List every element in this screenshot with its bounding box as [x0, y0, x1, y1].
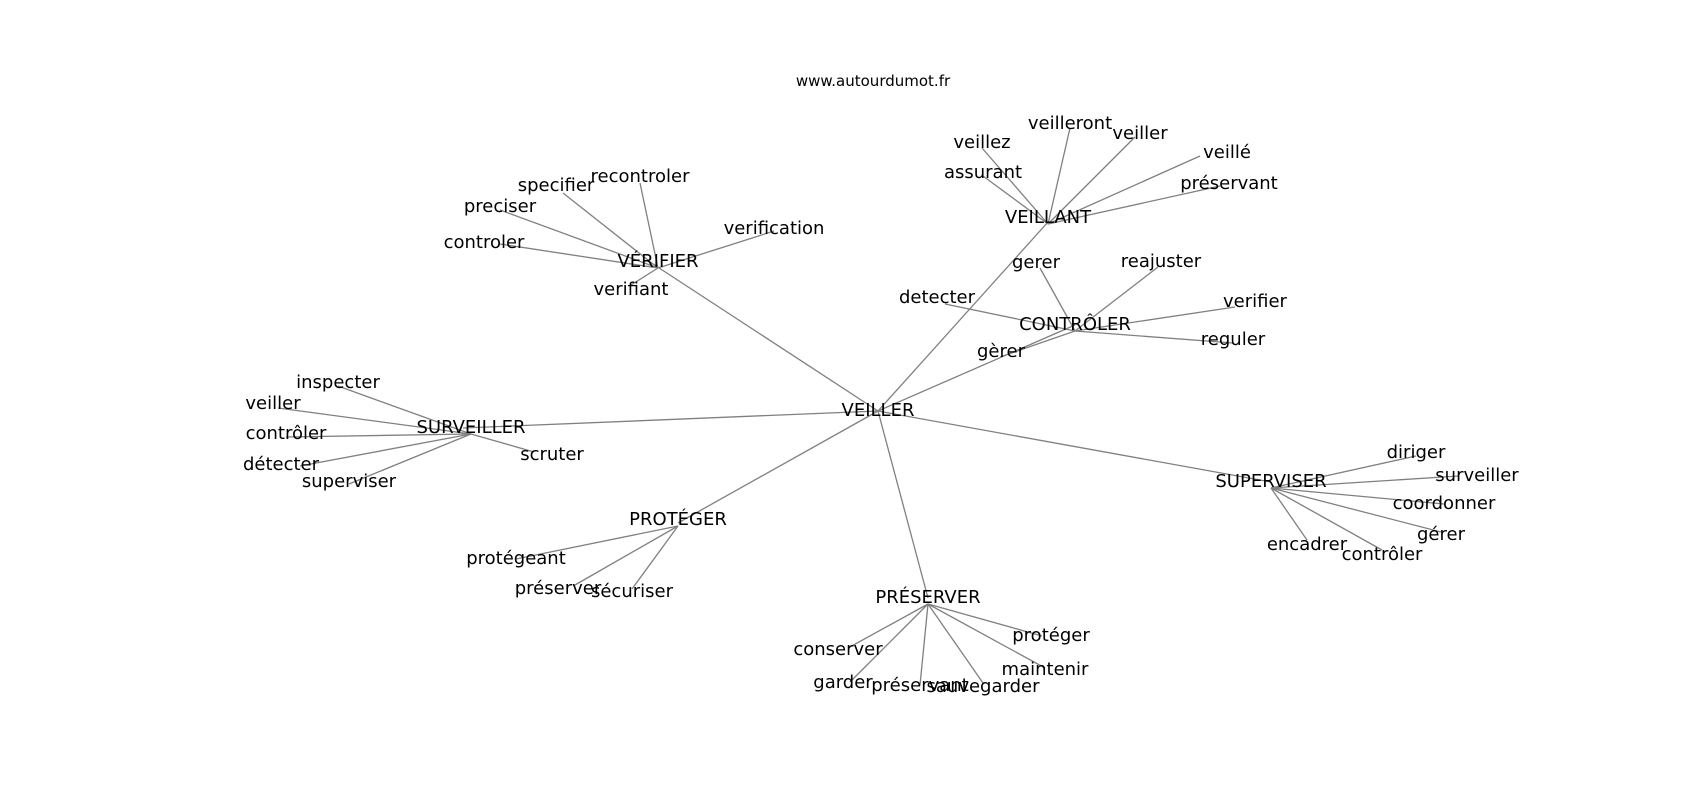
- edge-hub-to-leaf: [630, 267, 659, 286]
- leaf-node: veillé: [1203, 142, 1251, 163]
- leaf-node: préserver: [515, 578, 602, 599]
- hub-node: VÉRIFIER: [617, 250, 698, 272]
- edge-hub-to-leaf: [927, 603, 984, 684]
- edge-hub-to-leaf: [1074, 266, 1159, 332]
- leaf-node: contrôler: [1342, 544, 1423, 565]
- edge-hub-to-leaf: [919, 603, 929, 686]
- leaf-node: recontroler: [591, 166, 691, 187]
- leaf-node: préservant: [871, 675, 969, 696]
- edge-hub-to-leaf: [1270, 487, 1308, 541]
- edge-center-to-hub: [649, 261, 879, 412]
- leaf-node: encadrer: [1267, 534, 1348, 555]
- edge-hub-to-leaf: [562, 192, 659, 269]
- hub-node: VEILLANT: [1005, 207, 1092, 228]
- leaf-node: verification: [724, 218, 825, 239]
- leaf-node: reajuster: [1121, 251, 1202, 272]
- leaf-node: gèrer: [977, 341, 1026, 362]
- leaf-node: preciser: [464, 196, 537, 217]
- leaf-node: diriger: [1387, 442, 1446, 463]
- site-watermark: www.autourdumot.fr: [795, 72, 951, 90]
- graph-edges: [277, 127, 1460, 686]
- edge-hub-to-leaf: [1074, 330, 1234, 344]
- leaf-node: préservant: [1180, 173, 1278, 194]
- leaf-node: detecter: [899, 287, 976, 308]
- edge-hub-to-leaf: [1039, 267, 1076, 332]
- edge-hub-to-leaf: [944, 303, 1076, 332]
- leaf-node: verifier: [1223, 291, 1288, 312]
- leaf-node: specifier: [518, 175, 595, 196]
- edge-hub-to-leaf: [1270, 487, 1445, 505]
- edge-center-to-hub: [677, 410, 879, 524]
- leaf-node: controler: [444, 232, 525, 253]
- edge-hub-to-leaf: [499, 209, 659, 269]
- leaf-node: protéger: [1012, 625, 1090, 646]
- edge-hub-to-leaf: [927, 603, 1043, 637]
- center-node: VEILLER: [842, 400, 915, 421]
- leaf-node: gerer: [1012, 252, 1061, 273]
- leaf-node: conserver: [793, 639, 883, 660]
- edge-hub-to-leaf: [1047, 185, 1221, 225]
- leaf-node: garder: [813, 672, 873, 693]
- leaf-node: contrôler: [246, 423, 327, 444]
- hub-node: SURVEILLER: [416, 417, 525, 438]
- edge-hub-to-leaf: [574, 525, 679, 586]
- edge-hub-to-leaf: [847, 603, 929, 649]
- edge-center-to-hub: [877, 221, 1049, 412]
- edge-hub-to-leaf: [1047, 127, 1071, 225]
- leaf-node: détecter: [243, 454, 320, 475]
- leaf-node: sécuriser: [591, 581, 674, 602]
- leaf-node: veilleront: [1028, 113, 1112, 134]
- edge-hub-to-leaf: [927, 603, 1046, 669]
- edge-hub-to-leaf: [982, 175, 1049, 225]
- hub-node: SUPERVISER: [1215, 471, 1326, 492]
- edge-center-to-hub: [462, 410, 879, 429]
- leaf-node: reguler: [1201, 329, 1266, 350]
- hub-node: PRÉSERVER: [875, 586, 980, 608]
- edge-hub-to-leaf: [470, 433, 535, 453]
- edge-hub-to-leaf: [348, 433, 472, 485]
- leaf-node: maintenir: [1002, 659, 1090, 680]
- edge-center-to-hub: [877, 410, 1272, 483]
- leaf-node: protégeant: [466, 548, 566, 569]
- edge-hub-to-leaf: [499, 243, 659, 269]
- leaf-node: inspecter: [296, 372, 380, 393]
- edge-center-to-hub: [877, 410, 929, 599]
- leaf-node: veiller: [245, 393, 301, 414]
- leaf-node: verifiant: [594, 279, 669, 300]
- leaf-node: assurant: [944, 162, 1022, 183]
- hub-node: CONTRÔLER: [1019, 313, 1131, 335]
- hub-node: PROTÉGER: [629, 508, 727, 530]
- leaf-node: gérer: [1417, 524, 1466, 545]
- leaf-node: veiller: [1112, 123, 1168, 144]
- edge-hub-to-leaf: [631, 525, 679, 590]
- edge-hub-to-leaf: [515, 525, 679, 560]
- edge-hub-to-leaf: [639, 182, 659, 269]
- edge-hub-to-leaf: [981, 147, 1049, 225]
- edge-hub-to-leaf: [657, 230, 775, 269]
- edge-hub-to-leaf: [999, 330, 1076, 358]
- edge-hub-to-leaf: [1047, 136, 1136, 225]
- edge-hub-to-leaf: [299, 433, 472, 467]
- edge-hub-to-leaf: [1270, 487, 1383, 551]
- edge-hub-to-leaf: [1074, 306, 1236, 332]
- edge-hub-to-leaf: [1270, 455, 1417, 489]
- edge-center-to-hub: [877, 324, 1076, 412]
- leaf-node: veillez: [953, 132, 1010, 153]
- edge-hub-to-leaf: [285, 433, 472, 438]
- leaf-node: coordonner: [1393, 493, 1496, 514]
- edge-hub-to-leaf: [1270, 475, 1460, 489]
- edge-hub-to-leaf: [277, 407, 472, 435]
- edge-hub-to-leaf: [337, 385, 472, 435]
- leaf-node: surveiller: [1435, 465, 1519, 486]
- leaf-node: superviser: [302, 471, 397, 492]
- edge-hub-to-leaf: [1270, 487, 1442, 533]
- leaf-node: scruter: [520, 444, 584, 465]
- edge-hub-to-leaf: [1047, 155, 1201, 225]
- leaf-node: sauvegarder: [927, 676, 1041, 697]
- edge-hub-to-leaf: [849, 603, 929, 683]
